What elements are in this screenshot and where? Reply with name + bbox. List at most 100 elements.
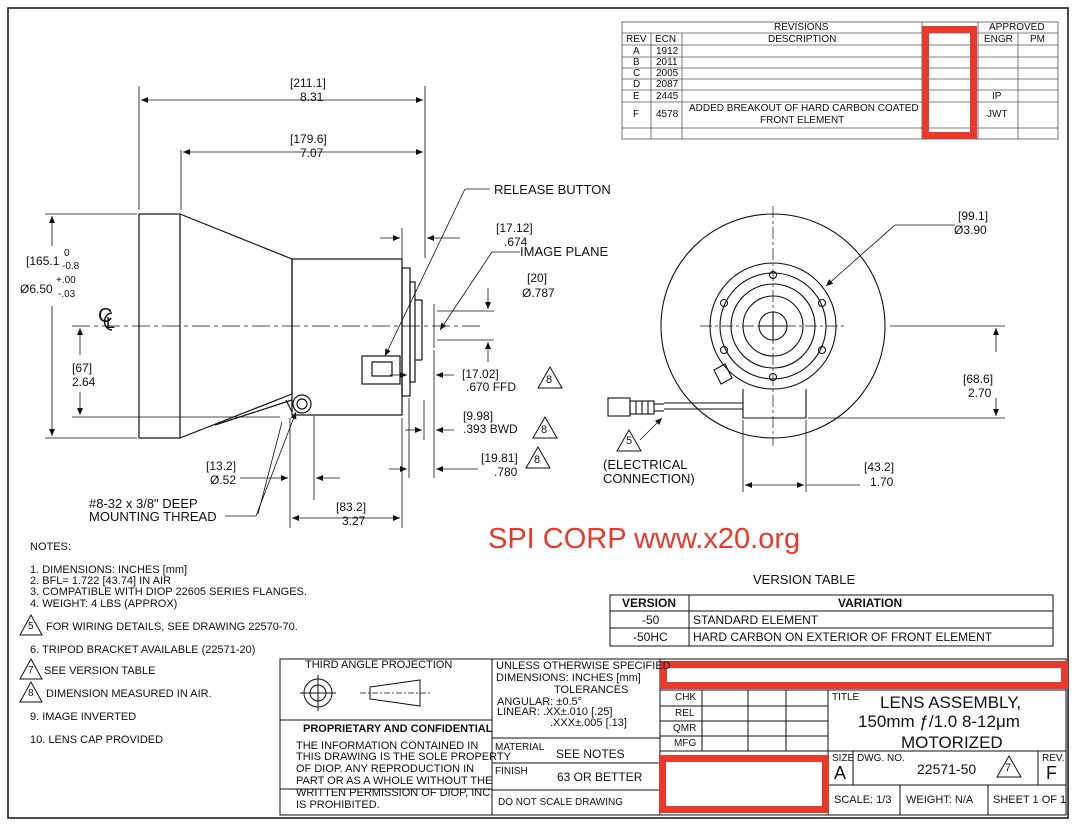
dim-132-in: Ø.52 [210,473,237,487]
lens-front-view [607,206,886,446]
note-9: 9. IMAGE INVERTED [30,711,137,723]
dim-ffd-mm: [17.02] [462,367,499,381]
engr-header: ENGR [984,34,1013,45]
angular-tolerance: ANGULAR: ±0.5° [497,696,583,708]
note-3: 3. COMPATIBLE WITH DIOP 22605 SERIES FLA… [30,586,307,598]
dim-832-in: 3.27 [342,514,366,528]
ecn-a: 1912 [656,46,679,57]
dim-bwd-in: .393 BWD [463,422,518,436]
size-label: SIZE [832,753,855,764]
lens-side-view [72,213,480,439]
thread-label-line1: #8-32 x 3/8" DEEP [89,496,198,511]
finish-label: FINISH [495,766,528,777]
note-5-tag: 5 [28,621,34,632]
proprietary-line1: THE INFORMATION CONTAINED IN [296,740,479,752]
dim-1981-mm: [19.81] [481,451,518,465]
dim-1651-mm: [165.1 [26,254,60,268]
dim-67-in: 2.64 [72,375,96,389]
note-tags [19,365,1022,778]
dim-686-mm: [68.6] [963,372,994,386]
title-line1: LENS ASSEMBLY, [880,693,1022,712]
front-view-dimensions [639,224,1005,492]
dim-overall-mm: [211.1] [290,76,326,90]
centerline-c: C [98,305,113,327]
version-row1-version: -50 [642,613,660,627]
rev-header: REV [626,34,647,45]
redaction-box-company [659,755,829,813]
ecn-header: ECN [655,34,677,45]
scale-value: SCALE: 1/3 [834,794,892,806]
rel-label: REL [675,708,695,719]
linear-tolerance: LINEAR: .XX±.010 [.25] [497,706,613,718]
linear-tolerance-2: .XXX±.005 [.13] [550,717,627,729]
version-row1-variation: STANDARD ELEMENT [693,613,819,627]
dim-20-mm: [20] [527,271,548,285]
ecn-c: 2005 [656,68,679,79]
tolerances-label: TOLERANCES [554,684,629,696]
size-value: A [834,763,847,783]
note-6: 6. TRIPOD BRACKET AVAILABLE (22571-20) [30,644,256,656]
ecn-b: 2011 [656,57,678,68]
image-plane-label: IMAGE PLANE [520,244,609,259]
note-8-tag: 8 [28,688,34,699]
qmr-label: QMR [673,723,697,734]
unless-line2: DIMENSIONS: INCHES [mm] [496,672,641,684]
redaction-box-approval [922,26,977,139]
dim-432-mm: [43.2] [864,460,895,474]
description-header: DESCRIPTION [768,34,837,45]
thread-label-line2: MOUNTING THREAD [89,509,217,524]
proprietary-line5: WRITTEN PERMISSION OF DIOP, INC. [296,787,494,799]
ecn-e: 2445 [656,91,679,102]
projection-label: THIRD ANGLE PROJECTION [305,659,453,671]
dim-832-mm: [83.2] [336,500,367,514]
variation-header: VARIATION [838,596,903,610]
mfg-label: MFG [674,738,697,749]
dwg-no-value: 22571-50 [917,761,977,777]
sheet-value: SHEET 1 OF 1 [993,794,1067,806]
rev-d: D [633,79,641,90]
rev-f: F [633,109,640,120]
note-8: DIMENSION MEASURED IN AIR. [46,688,212,700]
material-value: SEE NOTES [556,747,625,761]
desc-f-line1: ADDED BREAKOUT OF HARD CARBON COATED [689,103,919,114]
dim-991-in: Ø3.90 [954,223,987,237]
dim-67-mm: [67] [72,361,93,375]
approved-title: APPROVED [989,22,1045,33]
engr-f: JWT [987,109,1008,120]
dim-1651-tol-up: 0 [64,248,70,259]
tag-8-1981: 8 [534,454,541,466]
chk-label: CHK [675,692,697,703]
dim-1981-in: .780 [494,465,518,479]
version-row2-variation: HARD CARBON ON EXTERIOR OF FRONT ELEMENT [693,630,993,644]
rev-a: A [633,46,640,57]
dim-bwd-mm: [9.98] [463,409,494,423]
centerline-symbol [103,312,113,331]
tag-8-bwd: 8 [541,424,548,436]
note-5: FOR WIRING DETAILS, SEE DRAWING 22570-70… [46,621,298,633]
dim-686-in: 2.70 [968,386,992,400]
title-label: TITLE [832,692,860,703]
revisions-title: REVISIONS [774,22,829,33]
rev-c: C [633,68,641,79]
tag-5-electrical: 5 [626,435,633,447]
version-table-title: VERSION TABLE [753,572,856,587]
version-header: VERSION [622,596,677,610]
pm-header: PM [1030,34,1045,45]
side-view-dimensions [45,86,520,528]
dim-991-mm: [99.1] [958,209,989,223]
dim-1712-in: .674 [504,235,528,249]
rev-e: E [633,91,640,102]
proprietary-line2: THIS DRAWING IS THE SOLE PROPERTY [296,751,511,763]
dim-overall-in: 8.31 [300,90,324,104]
engr-e: IP [992,91,1002,102]
weight-value: WEIGHT: N/A [906,794,974,806]
watermark-text: SPI CORP www.x20.org [488,523,801,555]
dwg-no-label: DWG. NO. [857,753,905,764]
dim-1712-mm: [17.12] [496,221,533,235]
note-2: 2. BFL= 1.722 [43.74] IN AIR [30,575,171,587]
finish-value: 63 OR BETTER [557,770,643,784]
electrical-label-line1: (ELECTRICAL [603,457,688,472]
sheet-border [7,7,1069,819]
version-table-lines [609,594,1054,647]
